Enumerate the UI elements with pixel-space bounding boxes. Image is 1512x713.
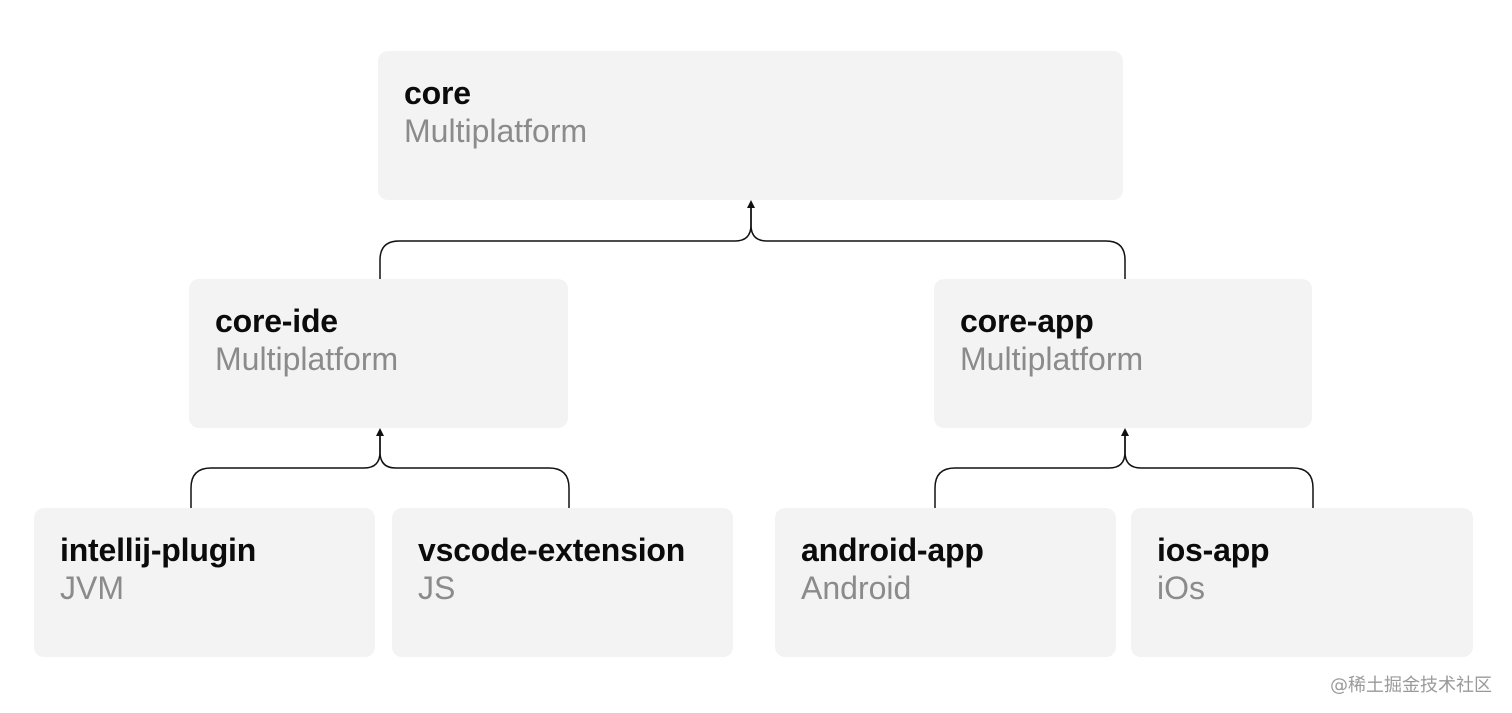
node-core-app: core-app Multiplatform (934, 279, 1312, 428)
edge-vscode-to-core-ide (379, 432, 570, 508)
node-core-platform: Multiplatform (404, 113, 588, 149)
node-vscode-extension-platform: JS (418, 570, 456, 606)
node-vscode-extension: vscode-extension JS (392, 508, 733, 657)
watermark: @稀土掘金技术社区 (1330, 675, 1492, 696)
node-core: core Multiplatform (378, 51, 1123, 200)
node-ios-app: ios-app iOs (1131, 508, 1473, 657)
node-intellij-plugin: intellij-plugin JVM (34, 508, 375, 657)
node-ios-app-name: ios-app (1157, 532, 1270, 568)
edge-android-to-core-app (934, 428, 1129, 508)
edge-core-ide-to-core (379, 200, 755, 279)
node-core-app-platform: Multiplatform (960, 341, 1144, 377)
edge-ios-to-core-app (1124, 432, 1314, 508)
node-core-name: core (404, 75, 471, 111)
node-core-ide-platform: Multiplatform (215, 341, 399, 377)
node-vscode-extension-name: vscode-extension (418, 532, 686, 568)
node-android-app-name: android-app (801, 532, 984, 568)
node-android-app: android-app Android (775, 508, 1116, 657)
edge-intellij-to-core-ide (190, 428, 384, 508)
node-intellij-plugin-platform: JVM (60, 570, 124, 606)
node-core-ide-name: core-ide (215, 303, 338, 339)
edge-core-app-to-core (750, 204, 1126, 279)
node-core-ide: core-ide Multiplatform (189, 279, 568, 428)
node-ios-app-platform: iOs (1157, 570, 1205, 606)
node-intellij-plugin-name: intellij-plugin (60, 532, 257, 568)
node-core-app-name: core-app (960, 303, 1094, 339)
node-android-app-platform: Android (801, 570, 912, 606)
